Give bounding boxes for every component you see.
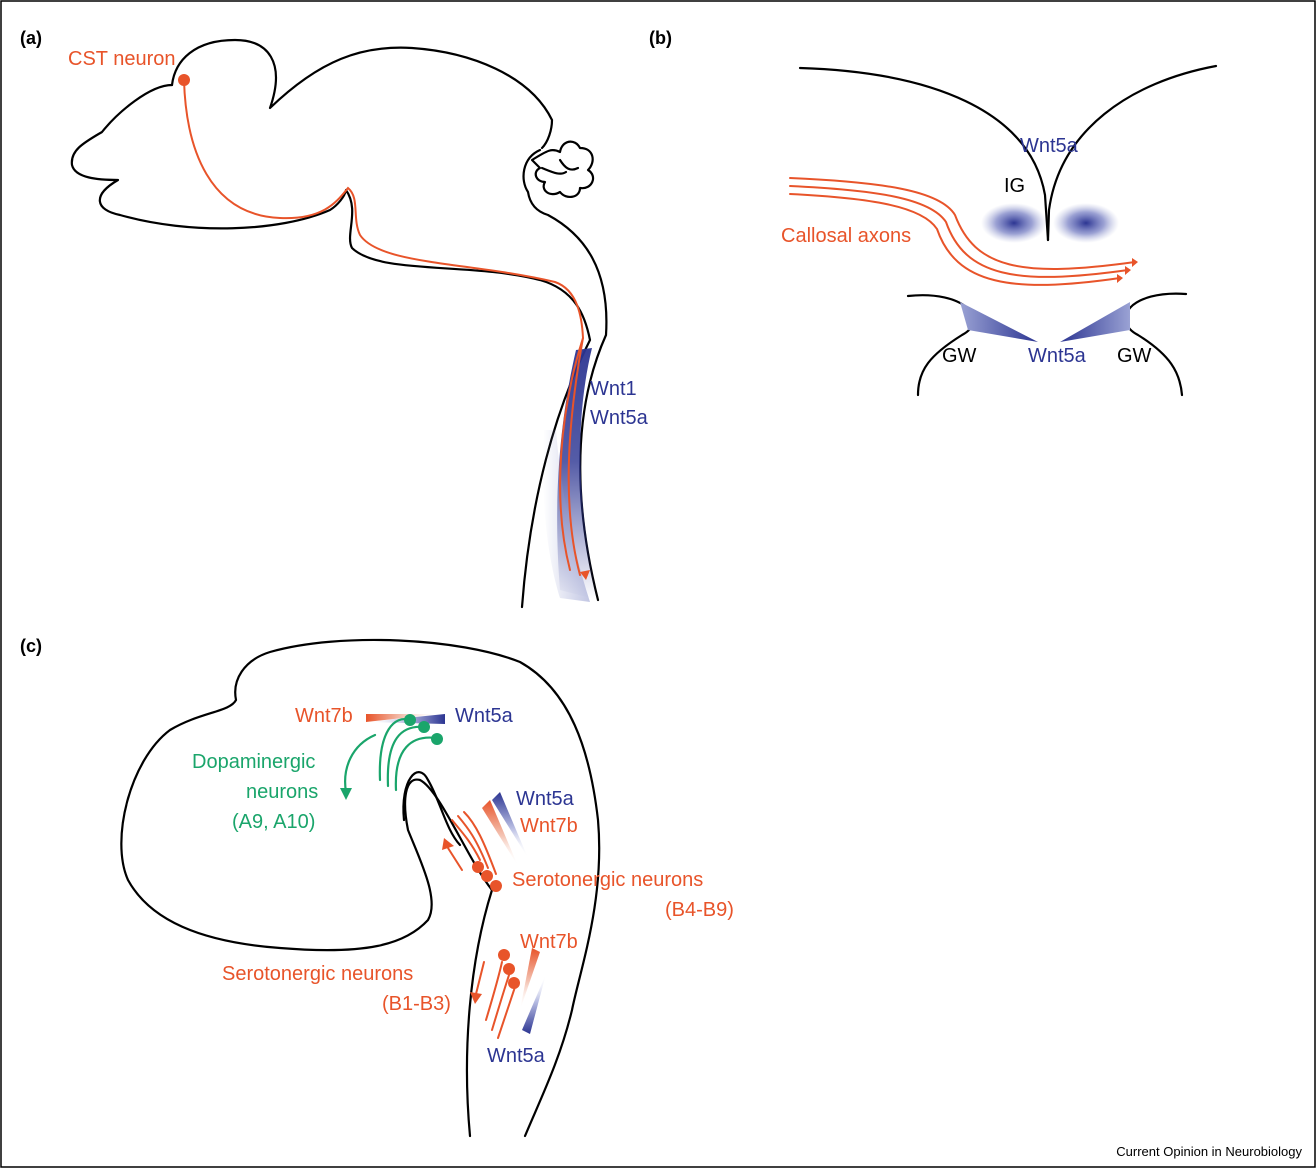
dopa-arrowhead (340, 788, 352, 800)
sero-b1-soma-2 (503, 963, 515, 975)
wnt1-label: Wnt1 (590, 378, 637, 400)
gw-right-label: GW (1117, 345, 1152, 367)
dopaminergic-label-line2: neurons (246, 781, 318, 803)
sero-b1-soma-1 (498, 949, 510, 961)
sero-b1-label-line1: Serotonergic neurons (222, 963, 413, 985)
sero-b4-soma-1 (472, 861, 484, 873)
dopa-soma-2 (418, 721, 430, 733)
panel-b-label: (b) (649, 28, 672, 48)
brain-sagittal-outline (72, 85, 590, 607)
panel-c: (c) (20, 636, 734, 1136)
sero-b1-axon-2 (492, 972, 510, 1030)
ig-blob-left (981, 203, 1047, 243)
ig-label: IG (1004, 175, 1025, 197)
sero-b4-soma-3 (490, 880, 502, 892)
cst-axon (184, 80, 583, 570)
panel-a-label: (a) (20, 28, 42, 48)
sero-b1-label-line2: (B1-B3) (382, 993, 451, 1015)
midbrain-flexure-inner (403, 772, 460, 845)
wnt5a-midline-label: Wnt5a (1028, 345, 1087, 367)
dopa-axon-2 (388, 727, 424, 786)
panel-b: (b) Wnt5a IG Callosal axons GW Wnt5a GW (649, 28, 1216, 395)
dopaminergic-label-line1: Dopaminergic (192, 751, 315, 773)
cst-neuron-label: CST neuron (68, 48, 175, 70)
wnt5a-top-label: Wnt5a (1020, 135, 1079, 157)
sero-b4-soma-2 (481, 870, 493, 882)
sero-b1-axon-1 (486, 962, 502, 1020)
gw-wedge-right (1060, 302, 1130, 342)
callosal-axons-label: Callosal axons (781, 225, 911, 247)
brain-dorsal-outline (172, 40, 552, 148)
cerebellum-inner (542, 160, 578, 174)
ig-blob-right (1053, 203, 1119, 243)
sero-b4-label-line2: (B4-B9) (665, 899, 734, 921)
dopa-migration-arrow (345, 735, 375, 792)
sero-b1-axon-3 (498, 984, 516, 1038)
wnt7b-low-label: Wnt7b (520, 931, 578, 953)
wnt5a-mid-label: Wnt5a (516, 788, 575, 810)
cerebellum-fold (532, 142, 593, 197)
sero-b4-migration-arrow (448, 848, 462, 870)
wnt5a-cord-label: Wnt5a (590, 407, 649, 429)
dopaminergic-label-line3: (A9, A10) (232, 811, 315, 833)
sero-b1-arrowhead (470, 992, 482, 1004)
panel-a: (a) CST neuron Wnt1 Wnt5a (20, 28, 649, 607)
sero-b1-soma-3 (508, 977, 520, 989)
wnt7b-mid-label: Wnt7b (520, 815, 578, 837)
dopa-soma-1 (404, 714, 416, 726)
dopa-soma-3 (431, 733, 443, 745)
sero-b1-migration-arrow (476, 962, 484, 994)
sero-b4-label-line1: Serotonergic neurons (512, 869, 703, 891)
journal-credit: Current Opinion in Neurobiology (1116, 1144, 1302, 1159)
wnt5a-top-label-c: Wnt5a (455, 705, 514, 727)
wnt7b-top-label: Wnt7b (295, 705, 353, 727)
panel-c-label: (c) (20, 636, 42, 656)
wnt5a-low-label: Wnt5a (487, 1045, 546, 1067)
gw-left-label: GW (942, 345, 977, 367)
gw-wedge-left (960, 302, 1038, 342)
